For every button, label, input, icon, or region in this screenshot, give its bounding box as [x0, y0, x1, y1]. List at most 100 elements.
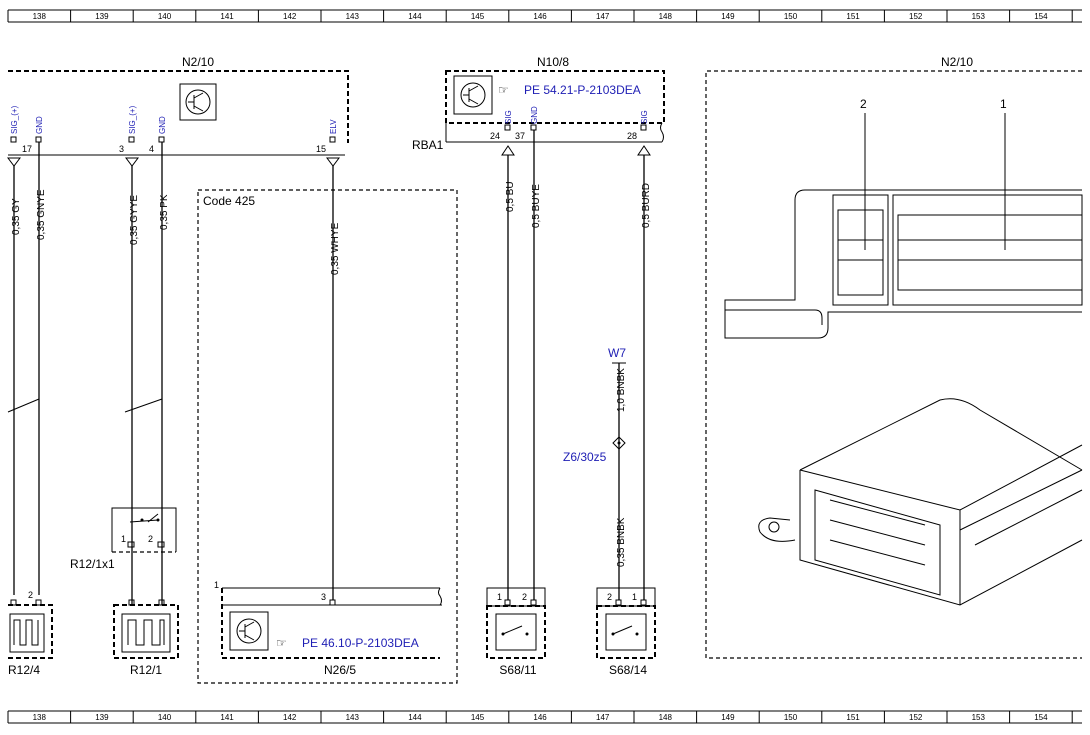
- ruler-cell-152: 152: [909, 713, 923, 722]
- wire-pk: 0,35 PK: [159, 142, 170, 540]
- ruler-cell-144: 144: [408, 12, 422, 21]
- ruler-cell-143: 143: [346, 713, 360, 722]
- ruler-cell-151: 151: [846, 713, 860, 722]
- ruler-cell-142: 142: [283, 713, 297, 722]
- ruler-cell-150: 150: [784, 12, 798, 21]
- z6-30z5-link[interactable]: Z6/30z5: [563, 450, 607, 464]
- s68-11-switch: 1 2 S68/11: [486, 587, 546, 677]
- ruler-cell-141: 141: [220, 12, 234, 21]
- svg-text:2: 2: [148, 534, 153, 544]
- r12-1-component: R12/1: [113, 599, 179, 677]
- svg-text:GND: GND: [530, 106, 539, 124]
- ruler-cell-151: 151: [846, 12, 860, 21]
- n2-10-right-label: N2/10: [941, 55, 973, 69]
- n2-10-pin-3: SIG_(+) 3: [119, 105, 139, 167]
- n2-10-pin-17: SIG_(+) 17: [7, 105, 32, 167]
- ruler-cell-153: 153: [972, 12, 986, 21]
- break-mark-mid: [124, 398, 163, 413]
- svg-text:24: 24: [490, 131, 500, 141]
- svg-text:1,0 BNBK: 1,0 BNBK: [616, 368, 627, 412]
- n26-5-reference-link[interactable]: PE 46.10-P-2103DEA: [302, 636, 419, 650]
- ruler-cell-140: 140: [158, 12, 172, 21]
- hand-icon: ☞: [276, 636, 287, 650]
- svg-text:SIG: SIG: [640, 110, 649, 124]
- ruler-cell-148: 148: [659, 12, 673, 21]
- svg-text:28: 28: [627, 131, 637, 141]
- svg-text:SIG: SIG: [504, 110, 513, 124]
- svg-text:0,35 PK: 0,35 PK: [159, 194, 170, 230]
- ruler-cell-146: 146: [533, 713, 547, 722]
- n2-10-pin-15: ELV 15: [316, 119, 340, 167]
- wire-buye: 0,5 BUYE: [531, 130, 542, 600]
- ruler-cell-154: 154: [1034, 12, 1048, 21]
- svg-text:0,5 BU: 0,5 BU: [505, 181, 516, 212]
- ruler-cell-149: 149: [721, 713, 735, 722]
- svg-text:0,35 GNYE: 0,35 GNYE: [36, 189, 47, 240]
- ruler-cell-141: 141: [220, 713, 234, 722]
- s68-14-label: S68/14: [609, 663, 647, 677]
- ruler-cell-149: 149: [721, 12, 735, 21]
- svg-text:0,35 GYYE: 0,35 GYYE: [129, 195, 140, 245]
- svg-text:0,5 BUYE: 0,5 BUYE: [531, 184, 542, 228]
- transistor-symbol-n26-5: [229, 611, 269, 651]
- ruler-cell-138: 138: [33, 12, 47, 21]
- svg-text:1: 1: [497, 592, 502, 602]
- svg-text:2: 2: [522, 592, 527, 602]
- svg-text:GND: GND: [35, 116, 44, 134]
- s68-11-label: S68/11: [499, 663, 536, 677]
- ruler-cell-150: 150: [784, 713, 798, 722]
- code-425-label: Code 425: [203, 194, 255, 208]
- r12-1x1-connector: 1 2 R12/1x1: [70, 507, 177, 571]
- ruler-cell-148: 148: [659, 713, 673, 722]
- wire-bu: 0,5 BU: [505, 155, 516, 600]
- ruler-cell-140: 140: [158, 713, 172, 722]
- n2-10-left-module: N2/10 SIG_(+) 17 GND SIG_(+) 3 GND 4: [7, 55, 349, 167]
- n2-10-pin-4: GND 4: [149, 116, 167, 154]
- code-425-region: Code 425: [197, 189, 458, 684]
- r12-4-component: 2 R12/4: [8, 590, 53, 677]
- svg-text:0,35 BNBK: 0,35 BNBK: [616, 517, 627, 567]
- svg-text:4: 4: [149, 144, 154, 154]
- ruler-cell-153: 153: [972, 713, 986, 722]
- ground-w7-path: W7 1,0 BNBK Z6/30z5 0,35 BNBK: [563, 346, 627, 600]
- svg-text:37: 37: [515, 131, 525, 141]
- svg-text:1: 1: [1000, 97, 1007, 111]
- svg-text:3: 3: [321, 592, 326, 602]
- svg-text:1: 1: [214, 580, 219, 590]
- n10-8-label: N10/8: [537, 55, 569, 69]
- r12-4-label: R12/4: [8, 663, 40, 677]
- wire-gyye: 0,35 GYYE: [129, 166, 140, 540]
- hand-icon: ☞: [498, 83, 509, 97]
- wire-gy: 0,35 GY: [11, 166, 22, 595]
- ruler-cell-142: 142: [283, 12, 297, 21]
- transistor-symbol-n10-8: [453, 75, 493, 115]
- wire-burd: 0,5 BURD: [641, 155, 652, 600]
- n26-5-label: N26/5: [324, 663, 356, 677]
- n10-8-module: N10/8 ☞ PE 54.21-P-2103DEA RBA1 SIG 24 G…: [412, 55, 665, 156]
- svg-text:1: 1: [121, 534, 126, 544]
- n26-5-module: 1 3 ☞ PE 46.10-P-2103DEA N26/5: [214, 580, 442, 677]
- n2-10-left-label: N2/10: [182, 55, 214, 69]
- s68-14-switch: 2 1 S68/14: [596, 587, 656, 677]
- svg-text:3: 3: [119, 144, 124, 154]
- ruler-cell-147: 147: [596, 713, 610, 722]
- ruler-cell-139: 139: [95, 12, 109, 21]
- ruler-cell-152: 152: [909, 12, 923, 21]
- ruler-cell-145: 145: [471, 12, 485, 21]
- ruler-cell-146: 146: [533, 12, 547, 21]
- ruler-cell-138: 138: [33, 713, 47, 722]
- n10-8-reference-link[interactable]: PE 54.21-P-2103DEA: [524, 83, 641, 97]
- svg-text:0,5 BURD: 0,5 BURD: [641, 183, 652, 228]
- n2-10-pin-gnd-1: GND: [35, 116, 44, 143]
- svg-text:GND: GND: [158, 116, 167, 134]
- w7-link[interactable]: W7: [608, 346, 626, 360]
- rba1-label: RBA1: [412, 138, 444, 152]
- svg-text:SIG_(+): SIG_(+): [10, 105, 19, 134]
- svg-text:17: 17: [22, 144, 32, 154]
- svg-text:15: 15: [316, 144, 326, 154]
- svg-text:ELV: ELV: [329, 119, 338, 134]
- r12-1x1-label: R12/1x1: [70, 557, 115, 571]
- n2-10-illustration: N2/10 2 1: [705, 55, 1083, 659]
